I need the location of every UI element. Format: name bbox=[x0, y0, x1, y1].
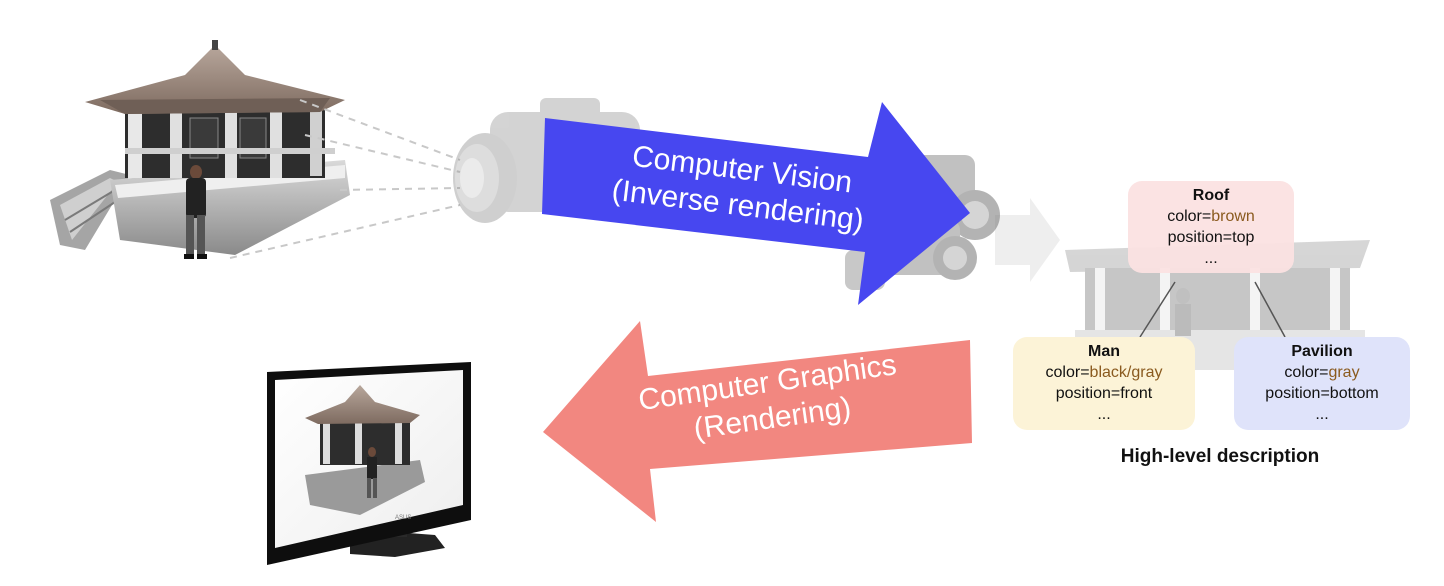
camera-sight-lines bbox=[229, 99, 461, 259]
pavilion-title: Pavilion bbox=[1291, 343, 1353, 360]
computer-vision-arrow bbox=[542, 102, 970, 305]
man-node: Man color=black/gray position=front ... bbox=[1013, 337, 1195, 430]
man-more: ... bbox=[1097, 406, 1111, 423]
pavilion-position: position=bottom bbox=[1265, 385, 1379, 402]
monitor-brand-label: ASUS bbox=[395, 515, 411, 521]
computer-graphics-arrow bbox=[543, 321, 972, 522]
roof-node: Roof color=brown position=top ... bbox=[1128, 181, 1294, 273]
man-color-value: black/gray bbox=[1089, 364, 1163, 381]
roof-color-key: color= bbox=[1167, 208, 1212, 225]
pavilion-color-value: gray bbox=[1328, 364, 1360, 381]
tree-connectors bbox=[1139, 281, 1286, 338]
pavilion-node: Pavilion color=gray position=bottom ... bbox=[1234, 337, 1410, 430]
roof-more: ... bbox=[1204, 250, 1218, 267]
man-position: position=front bbox=[1055, 385, 1153, 402]
monitor-display: ASUS bbox=[267, 362, 471, 565]
pavilion-more: ... bbox=[1315, 406, 1329, 423]
roof-color: color=brown bbox=[1128, 206, 1294, 227]
man-color: color=black/gray bbox=[1013, 362, 1195, 383]
roof-title: Roof bbox=[1192, 187, 1230, 204]
pavilion-photo bbox=[50, 40, 350, 259]
roof-color-value: brown bbox=[1211, 208, 1255, 225]
high-level-description-caption: High-level description bbox=[1120, 446, 1320, 467]
pavilion-color-key: color= bbox=[1284, 364, 1329, 381]
man-title: Man bbox=[1088, 343, 1120, 360]
pavilion-color: color=gray bbox=[1234, 362, 1410, 383]
man-color-key: color= bbox=[1045, 364, 1090, 381]
roof-position: position=top bbox=[1167, 229, 1255, 246]
faded-arrow-icon bbox=[995, 198, 1060, 282]
